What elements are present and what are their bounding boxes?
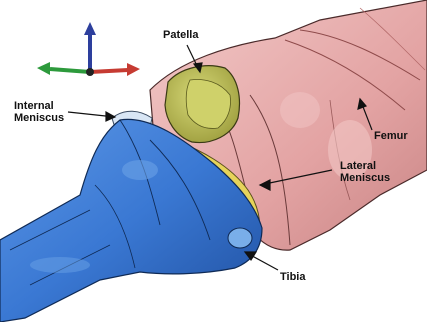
x-axis-arrow: [90, 70, 128, 72]
internal-meniscus-label: Internal Meniscus: [14, 100, 64, 124]
tibia-label: Tibia: [280, 271, 305, 283]
coordinate-axes-triad: [37, 22, 140, 76]
patella-label: Patella: [163, 29, 198, 41]
y-axis-arrow: [50, 69, 90, 72]
lateral-meniscus-label: Lateral Meniscus: [340, 160, 390, 184]
patella-bone: [165, 66, 239, 143]
femur-label: Femur: [374, 130, 408, 142]
